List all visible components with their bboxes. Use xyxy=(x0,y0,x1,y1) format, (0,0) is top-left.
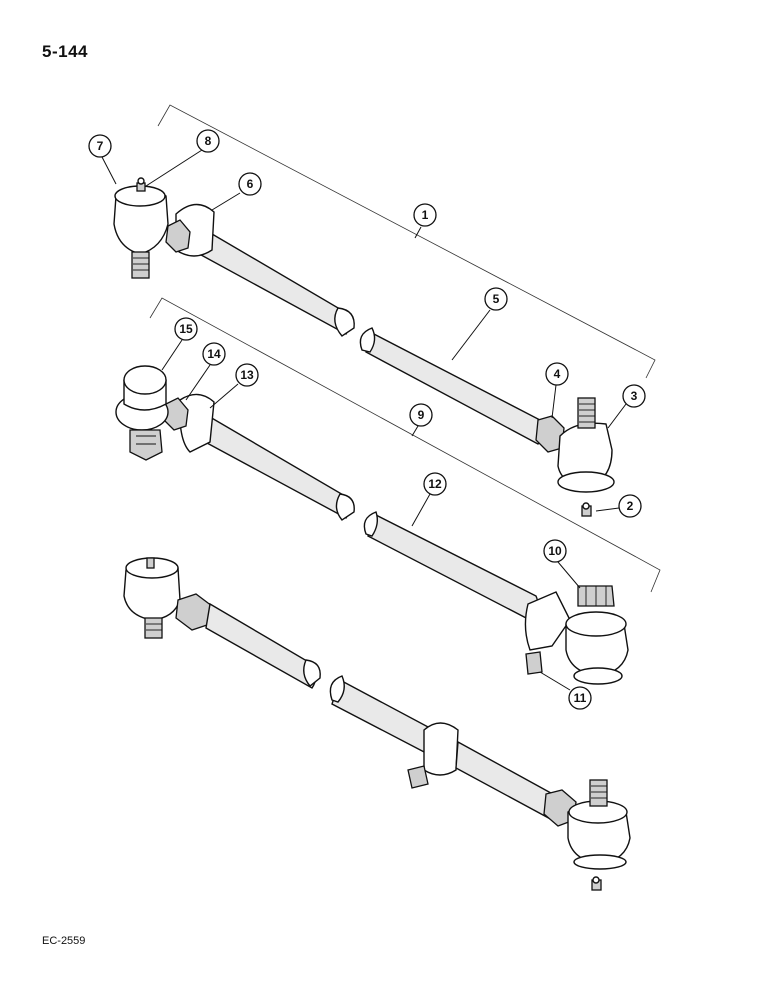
callout-6: 6 xyxy=(211,172,262,211)
callout-4-label: 4 xyxy=(554,367,561,381)
tube-end-cap-left xyxy=(334,307,355,337)
callout-10-label: 10 xyxy=(548,544,562,558)
tie-rod-assembly-top xyxy=(113,177,615,517)
callout-14-label: 14 xyxy=(207,347,221,361)
callout-8: 8 xyxy=(145,129,220,187)
bottom-tie-rod-end-right xyxy=(567,779,631,870)
callout-12-label: 12 xyxy=(428,477,442,491)
mid-tube-end-cap-right xyxy=(363,511,379,537)
callout-13-label: 13 xyxy=(240,368,254,382)
figure-code: EC-2559 xyxy=(42,935,86,947)
bottom-tube-end-cap-left xyxy=(303,659,321,687)
callout-2-label: 2 xyxy=(627,499,634,513)
clamp-bolt xyxy=(525,651,543,675)
assembly-1-bracket xyxy=(157,104,656,379)
mid-tie-rod-end-left xyxy=(115,365,169,461)
callout-2: 2 xyxy=(595,494,642,518)
callout-4: 4 xyxy=(545,362,569,419)
callout-6-label: 6 xyxy=(247,177,254,191)
callout-3: 3 xyxy=(607,384,646,429)
grease-fitting-top xyxy=(136,177,146,192)
tie-rod-assembly-middle xyxy=(115,365,629,685)
callout-1-label: 1 xyxy=(422,208,429,222)
callout-15: 15 xyxy=(161,317,198,371)
callout-13: 13 xyxy=(209,363,259,409)
tie-rod-end-left xyxy=(113,185,169,279)
mid-clamp-right xyxy=(524,591,571,651)
callout-5-label: 5 xyxy=(493,292,500,306)
adjusting-nut xyxy=(165,219,191,253)
callout-8-label: 8 xyxy=(205,134,212,148)
tie-rod-tube-left xyxy=(191,222,351,335)
bottom-tube-end-cap-right xyxy=(329,675,345,703)
callout-12: 12 xyxy=(411,472,447,527)
callout-5: 5 xyxy=(451,287,508,361)
callout-11: 11 xyxy=(539,671,592,710)
callout-11-label: 11 xyxy=(574,691,587,705)
callout-7-label: 7 xyxy=(97,139,104,153)
callout-7: 7 xyxy=(88,134,117,185)
page-number: 5-144 xyxy=(42,42,88,61)
bottom-grease-fitting xyxy=(591,876,602,891)
bottom-tie-rod-end-left xyxy=(123,557,181,639)
tie-rod-assembly-bottom xyxy=(123,557,631,891)
callout-3-label: 3 xyxy=(631,389,638,403)
mid-tie-rod-end-right xyxy=(565,585,629,685)
callout-10: 10 xyxy=(543,539,581,589)
callout-15-label: 15 xyxy=(179,322,193,336)
callout-9: 9 xyxy=(409,403,433,437)
tie-rod-tube-right xyxy=(365,330,545,445)
mid-tube-right xyxy=(367,512,539,621)
grease-fitting-loose xyxy=(581,502,592,517)
tie-rod-end-right xyxy=(557,397,615,493)
tube-end-cap-right xyxy=(359,327,376,353)
mid-tube-left xyxy=(193,408,351,519)
callout-9-label: 9 xyxy=(418,408,425,422)
mid-tube-end-cap-left xyxy=(335,493,355,521)
assembly-9-bracket xyxy=(149,297,661,593)
bottom-clamp-bolt xyxy=(407,765,429,789)
bottom-tube-right xyxy=(331,678,431,756)
bottom-clamp xyxy=(423,722,459,776)
callout-1: 1 xyxy=(413,203,437,239)
callout-14: 14 xyxy=(185,342,226,401)
bottom-tube-left xyxy=(205,602,317,689)
